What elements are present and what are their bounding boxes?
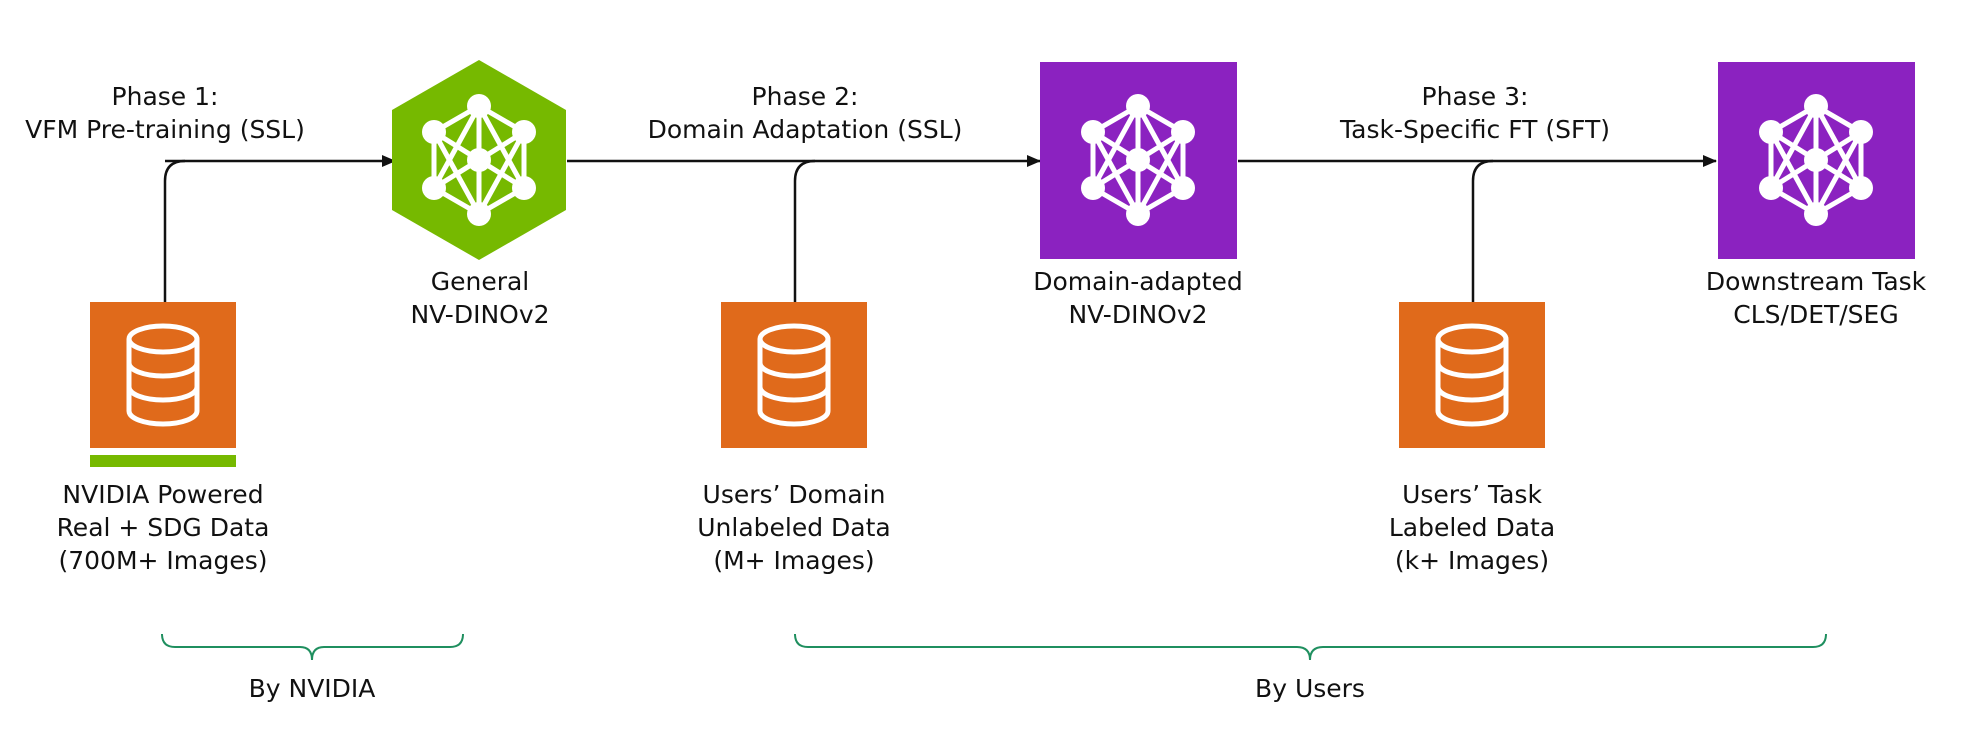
dataset-1-label: NVIDIA Powered Real + SDG Data (700M+ Im…	[35, 478, 291, 577]
model-2-name: Domain-adapted	[1033, 267, 1243, 296]
group-nvidia-label: By NVIDIA	[248, 674, 376, 703]
nvidia-dataset	[90, 302, 236, 467]
phase-1-subtitle: VFM Pre-training (SSL)	[25, 115, 305, 144]
phase-1-title: Phase 1:	[111, 82, 219, 111]
dataset-3-label: Users’ Task Labeled Data (k+ Images)	[1344, 478, 1600, 577]
phase-1-label: Phase 1: VFM Pre-training (SSL)	[20, 80, 310, 146]
dataset-1-line-3: (700M+ Images)	[58, 546, 268, 575]
model-3-label: Downstream Task CLS/DET/SEG	[1676, 265, 1956, 331]
phase-2-label: Phase 2: Domain Adaptation (SSL)	[630, 80, 980, 146]
nvidia-accent-bar	[90, 455, 236, 467]
downstream-task-model	[1718, 62, 1915, 259]
users-domain-dataset	[721, 302, 867, 448]
model-3-variant: CLS/DET/SEG	[1733, 300, 1899, 329]
phase-3-label: Phase 3: Task-Specific FT (SFT)	[1305, 80, 1645, 146]
model-2-variant: NV-DINOv2	[1068, 300, 1208, 329]
model-2-label: Domain-adapted NV-DINOv2	[1003, 265, 1273, 331]
model-1-name: General	[430, 267, 530, 296]
dataset-2-label: Users’ Domain Unlabeled Data (M+ Images)	[666, 478, 922, 577]
dataset-2-line-2: Unlabeled Data	[697, 513, 891, 542]
phase-3-title: Phase 3:	[1421, 82, 1529, 111]
data-connector-1	[163, 159, 186, 302]
data-connector-3	[1471, 159, 1494, 302]
model-3-name: Downstream Task	[1705, 267, 1927, 296]
users-brace	[794, 633, 1827, 661]
users-task-dataset	[1399, 302, 1545, 448]
general-nvdinov2-model	[392, 60, 566, 260]
dataset-1-line-2: Real + SDG Data	[56, 513, 270, 542]
phase-2-subtitle: Domain Adaptation (SSL)	[647, 115, 963, 144]
domain-adapted-model	[1040, 62, 1237, 259]
model-1-label: General NV-DINOv2	[350, 265, 610, 331]
dataset-2-line-3: (M+ Images)	[713, 546, 875, 575]
dataset-3-line-3: (k+ Images)	[1394, 546, 1550, 575]
phase-2-title: Phase 2:	[751, 82, 859, 111]
dataset-2-line-1: Users’ Domain	[702, 480, 886, 509]
data-connector-2	[793, 159, 816, 302]
nvidia-brace	[161, 633, 464, 661]
group-users-label: By Users	[1255, 674, 1365, 703]
dataset-1-line-1: NVIDIA Powered	[62, 480, 264, 509]
phase-3-subtitle: Task-Specific FT (SFT)	[1340, 115, 1610, 144]
model-1-variant: NV-DINOv2	[410, 300, 550, 329]
dataset-3-line-1: Users’ Task	[1402, 480, 1542, 509]
dataset-3-line-2: Labeled Data	[1388, 513, 1556, 542]
